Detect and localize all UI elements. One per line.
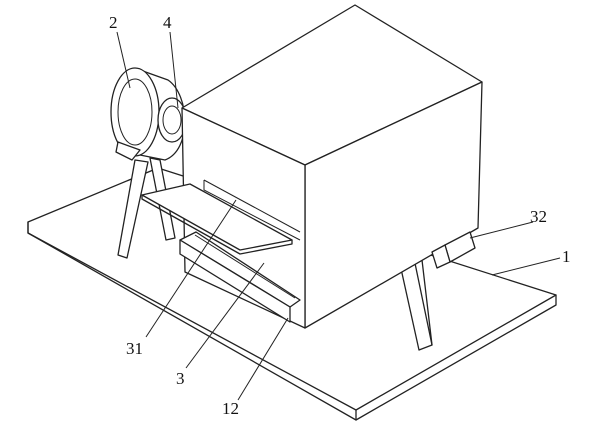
label-1: 1: [562, 247, 571, 266]
label-32: 32: [530, 207, 547, 226]
label-4: 4: [163, 13, 172, 32]
leader-lines: [116, 31, 561, 401]
housing-foot: [431, 231, 476, 269]
reference-numerals: 2 4 32 1 31 3 12: [109, 13, 571, 418]
feed-chute: [141, 179, 301, 255]
label-2: 2: [109, 13, 118, 32]
inner-panel-edge: [194, 234, 296, 299]
label-31: 31: [126, 339, 143, 358]
label-12: 12: [222, 399, 239, 418]
label-3: 3: [176, 369, 185, 388]
motor: [110, 67, 187, 161]
bottom-tray: [179, 231, 301, 323]
